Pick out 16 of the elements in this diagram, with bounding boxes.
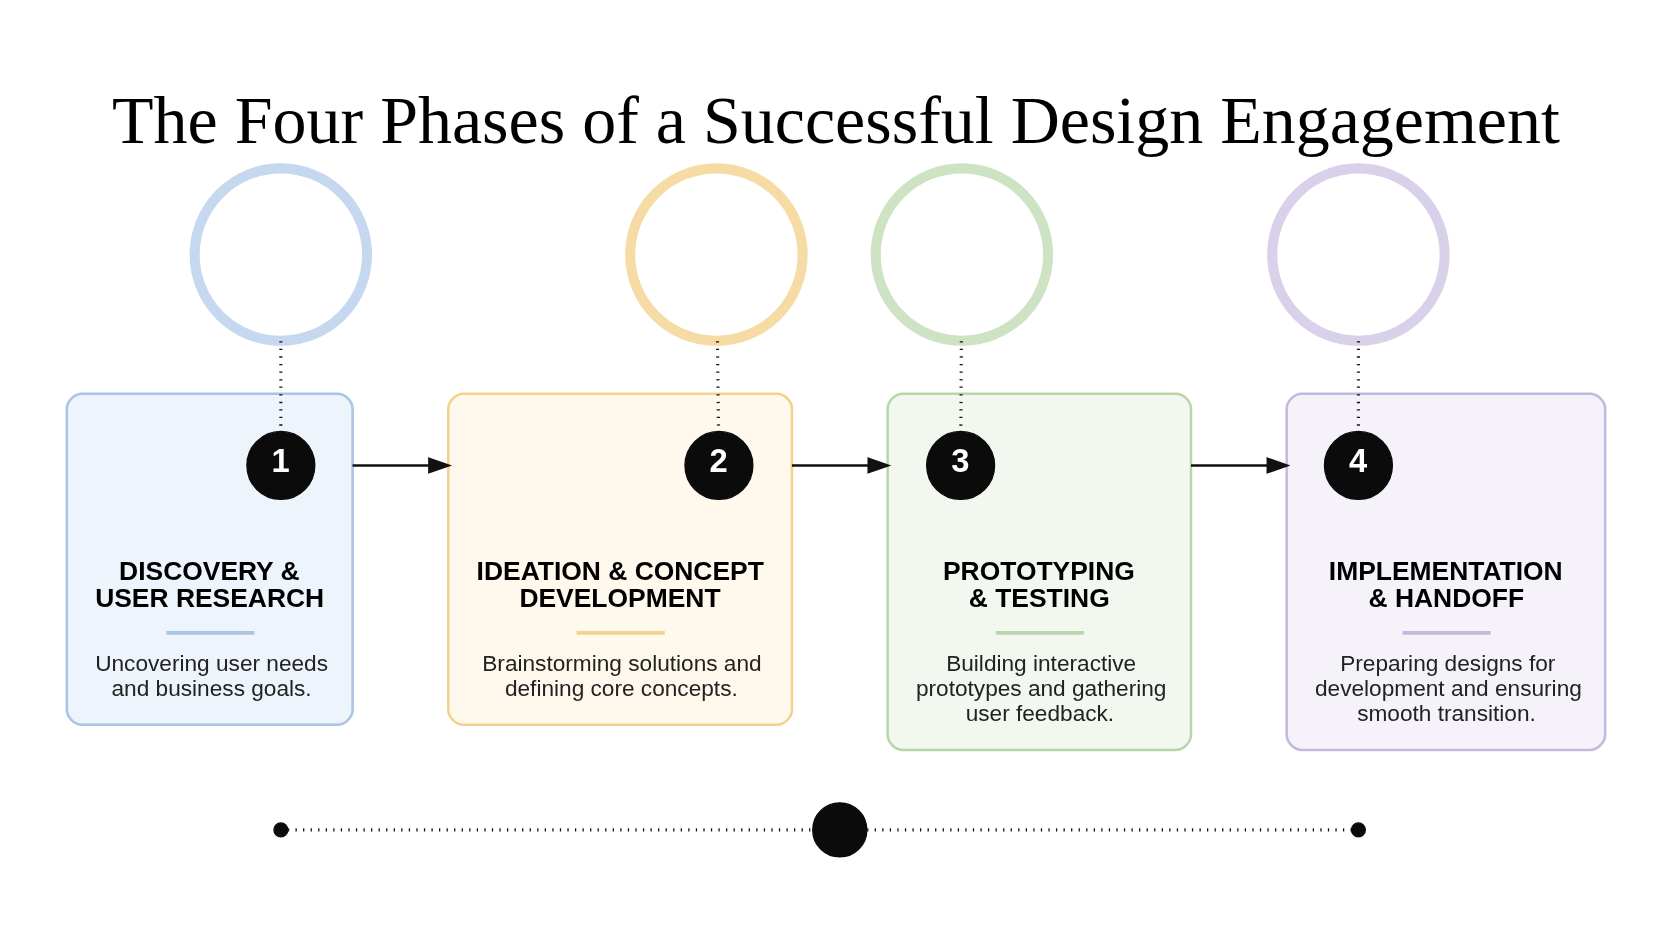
diagram-title: The Four Phases of a Successful Design Engagement [112, 82, 1560, 159]
node-circle: 4 [1323, 430, 1394, 501]
node-circle [1350, 822, 1366, 838]
arrow [1191, 457, 1291, 474]
node-circle [189, 163, 373, 346]
node-circle [273, 822, 289, 838]
node-circle [812, 802, 868, 858]
node-circle [625, 163, 808, 346]
node-circle: 1 [246, 430, 316, 501]
node-circle [870, 163, 1054, 346]
arrow [791, 457, 892, 474]
connector [287, 828, 813, 832]
arrow [352, 457, 453, 474]
node-circle: 2 [684, 430, 754, 501]
node-circle [1267, 163, 1450, 346]
node-circle: 3 [926, 430, 996, 501]
